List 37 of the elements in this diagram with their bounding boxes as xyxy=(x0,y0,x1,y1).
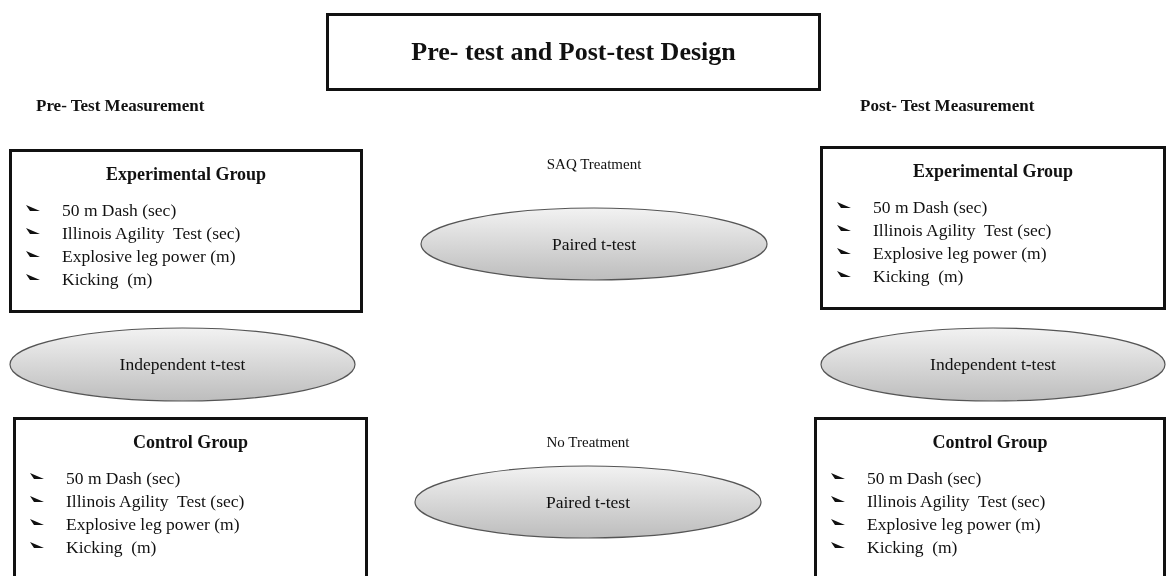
test-name: Paired t-test xyxy=(545,491,631,513)
measure-item: Explosive leg power (m) xyxy=(66,513,240,536)
test-name: Independent t-test xyxy=(930,354,1056,375)
treatment-label: SAQ Treatment xyxy=(546,156,642,173)
title-box: Pre- test and Post-test Design xyxy=(326,13,821,91)
measure-item: Explosive leg power (m) xyxy=(867,513,1041,536)
group-heading: Control Group xyxy=(132,432,249,453)
group-box xyxy=(13,417,368,576)
group-heading: Experimental Group xyxy=(104,164,268,185)
measure-item: 50 m Dash (sec) xyxy=(66,467,181,490)
measure-item: Illinois Agility Test (sec) xyxy=(867,490,1046,513)
measure-item: Kicking (m) xyxy=(62,268,153,291)
treatment-label: No Treatment xyxy=(546,434,630,451)
measure-item: Explosive leg power (m) xyxy=(62,245,236,268)
test-ellipse xyxy=(420,207,768,281)
test-name: Independent t-test xyxy=(119,354,246,375)
measure-item: Kicking (m) xyxy=(873,265,964,288)
measure-item: 50 m Dash (sec) xyxy=(62,199,177,222)
test-name: Paired t-test xyxy=(551,233,637,255)
group-box xyxy=(814,417,1166,576)
group-box xyxy=(9,149,363,313)
group-box xyxy=(820,146,1166,310)
column-heading: Post- Test Measurement xyxy=(860,96,1035,116)
test-ellipse xyxy=(9,327,356,402)
test-ellipse xyxy=(414,465,762,539)
measure-item: Illinois Agility Test (sec) xyxy=(62,222,241,245)
measure-item: Illinois Agility Test (sec) xyxy=(66,490,245,513)
measure-item: Explosive leg power (m) xyxy=(873,242,1047,265)
measure-item: Kicking (m) xyxy=(867,536,958,559)
group-heading: Experimental Group xyxy=(911,161,1075,182)
measure-item: 50 m Dash (sec) xyxy=(873,196,988,219)
measure-item: Illinois Agility Test (sec) xyxy=(873,219,1052,242)
test-ellipse xyxy=(820,327,1166,402)
column-heading: Pre- Test Measurement xyxy=(36,96,205,116)
group-heading: Control Group xyxy=(931,432,1049,453)
measure-item: Kicking (m) xyxy=(66,536,157,559)
measure-item: 50 m Dash (sec) xyxy=(867,467,982,490)
